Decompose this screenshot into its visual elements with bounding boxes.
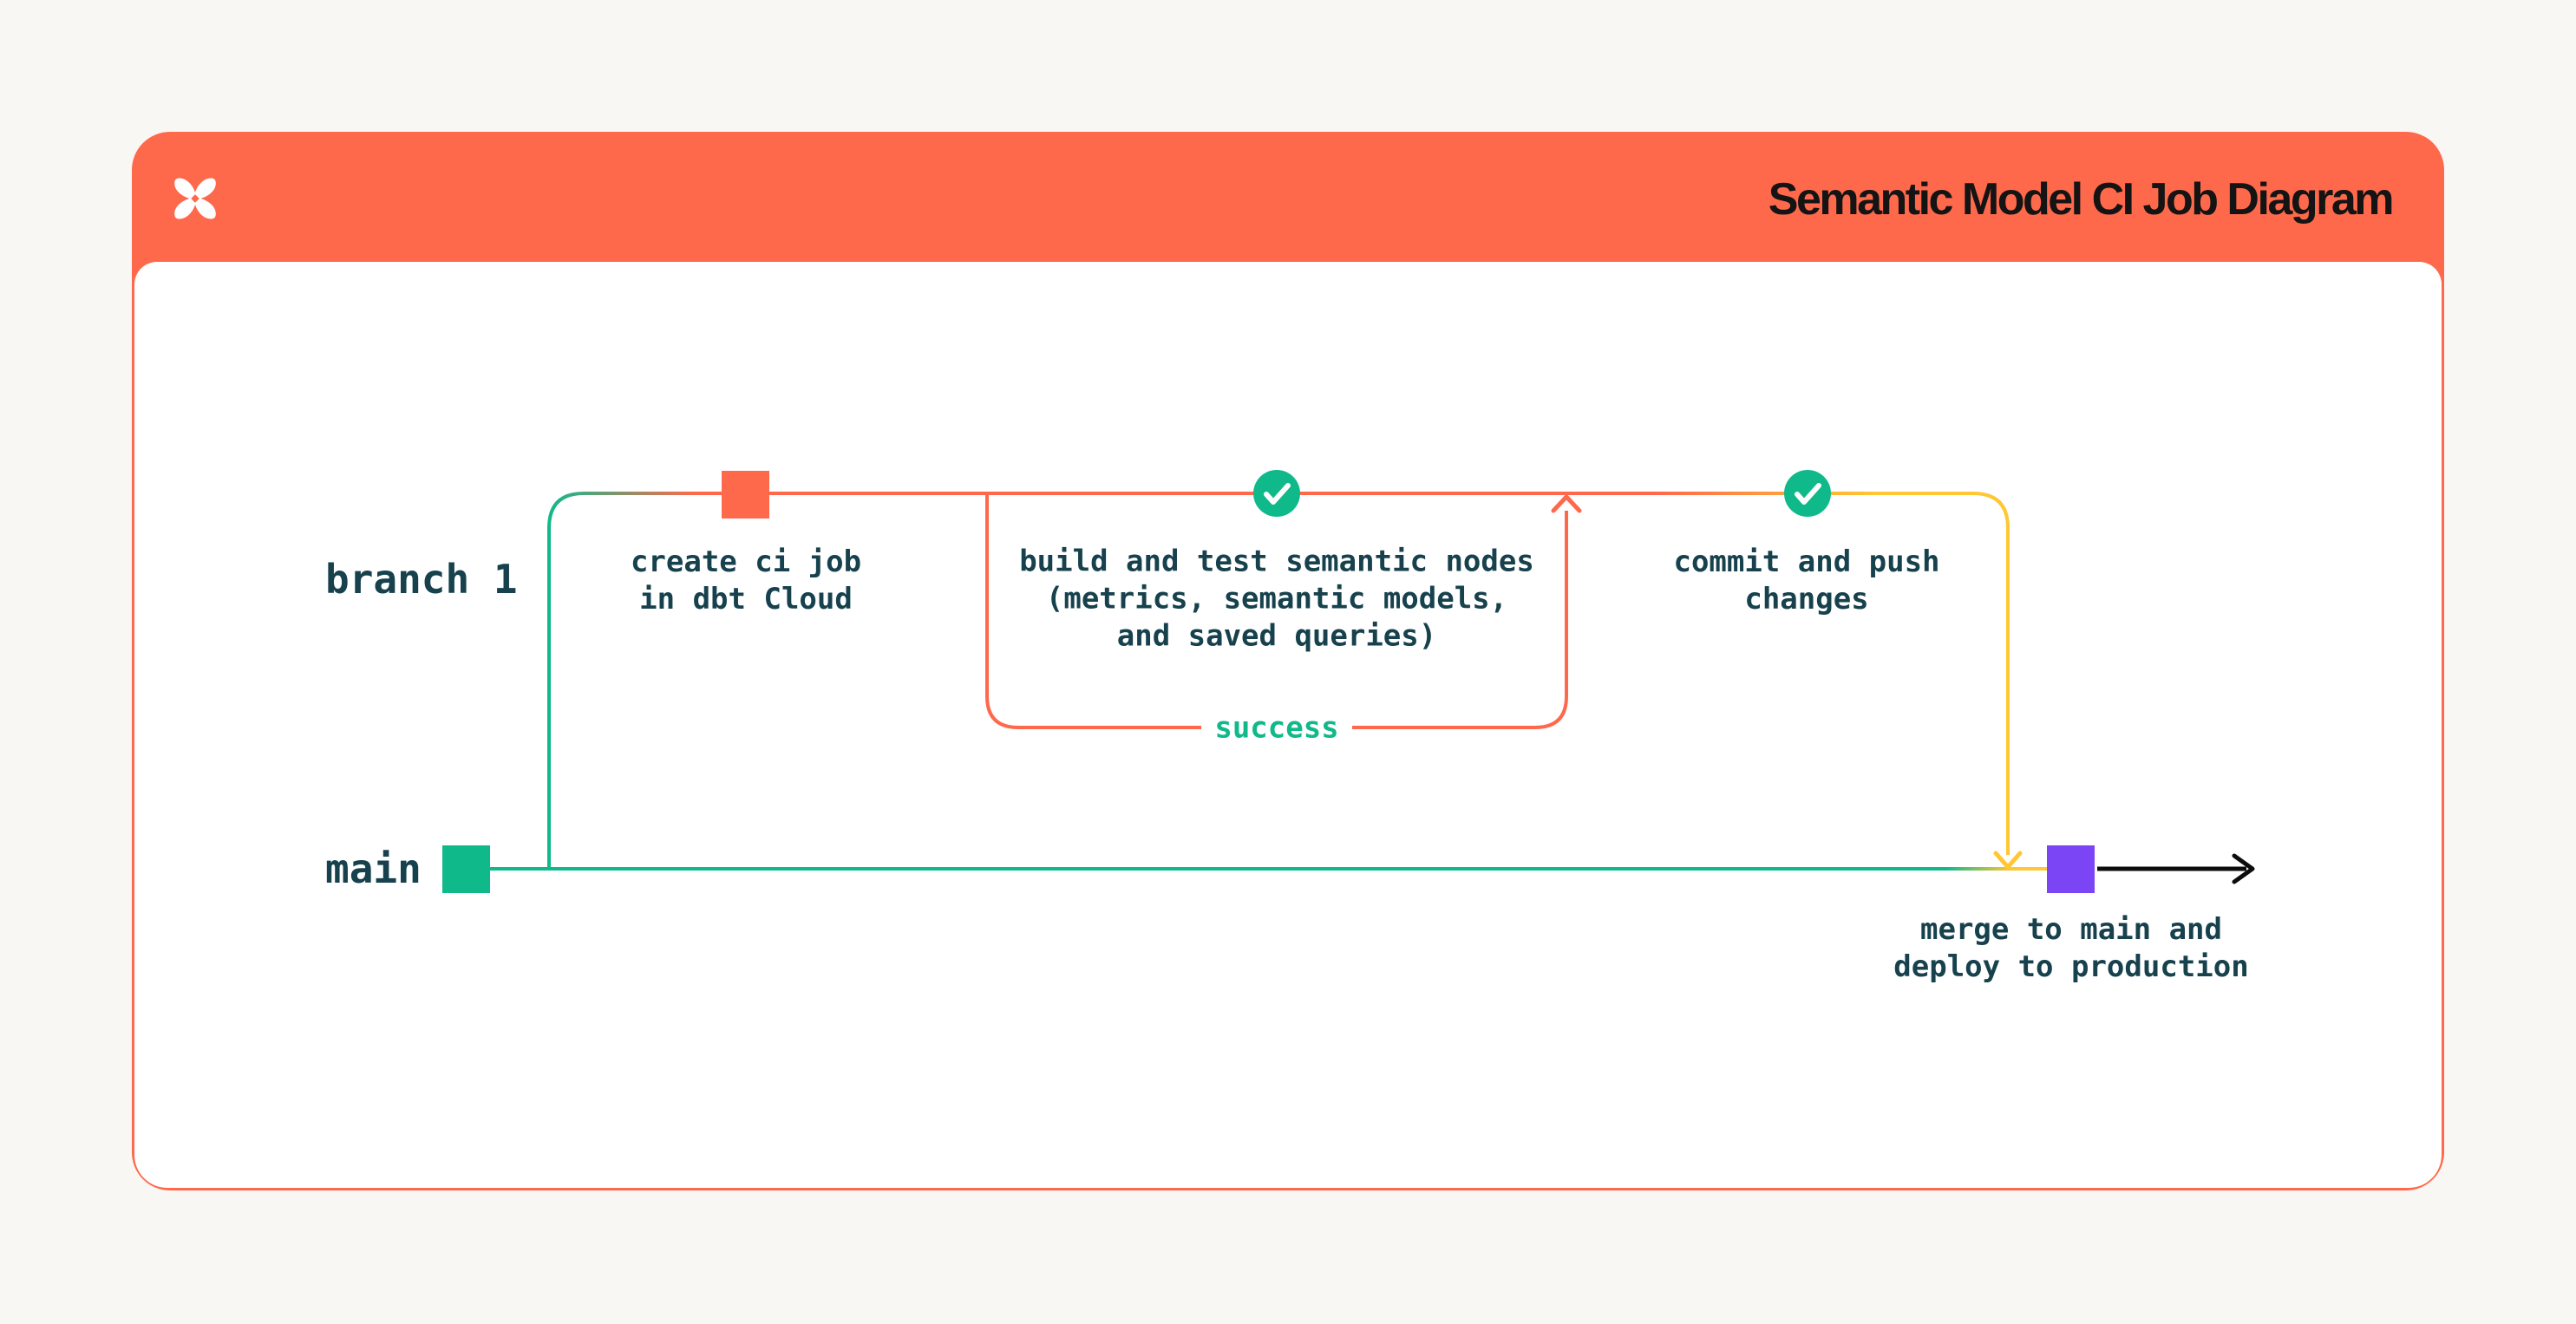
label-commit-push: commit and push changes bbox=[1673, 545, 1940, 616]
page-title: Semantic Model CI Job Diagram bbox=[1768, 174, 2395, 225]
main-label: main bbox=[325, 845, 422, 892]
diagram-card: Semantic Model CI Job Diagram bbox=[132, 132, 2444, 1190]
label-merge-deploy: merge to main and deploy to production bbox=[1893, 912, 2249, 984]
label-create-ci-job: create ci job in dbt Cloud bbox=[630, 545, 862, 616]
dbt-logo-icon bbox=[174, 178, 216, 219]
label-success: success bbox=[1214, 710, 1339, 746]
branch-label: branch 1 bbox=[325, 556, 518, 603]
label-build-test: build and test semantic nodes (metrics, … bbox=[1019, 544, 1534, 654]
